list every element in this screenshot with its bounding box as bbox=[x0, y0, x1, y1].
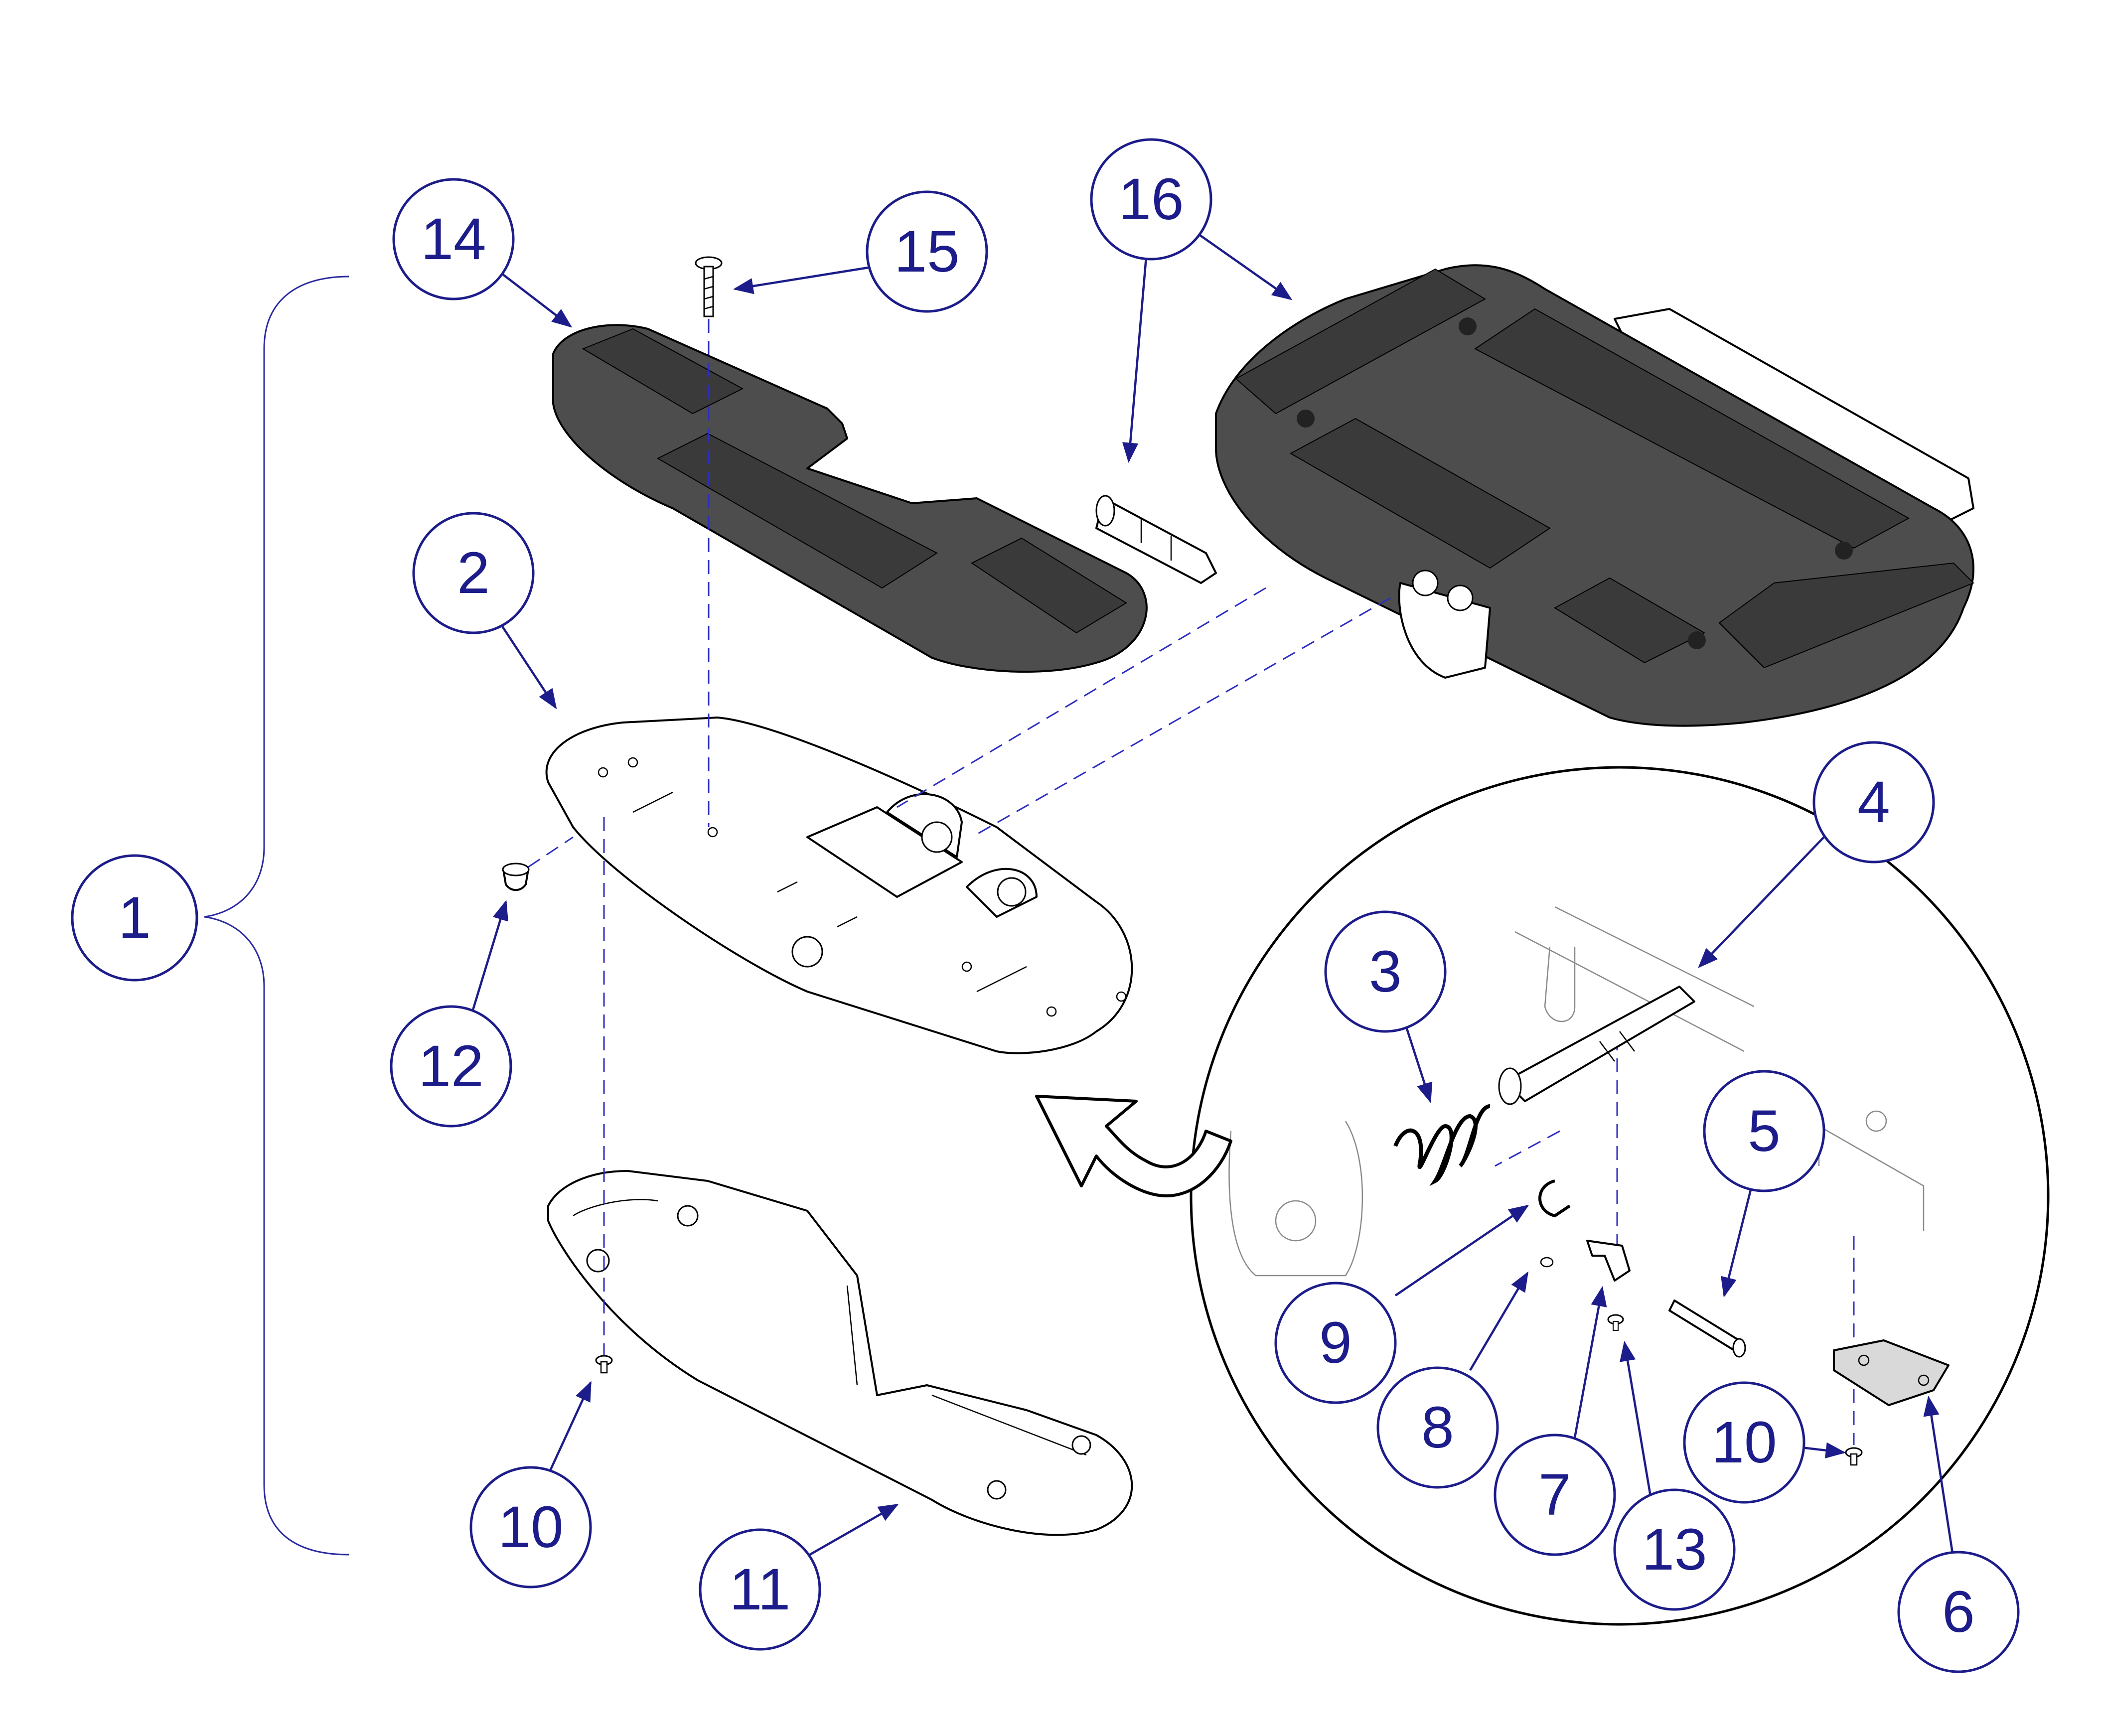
part-2-base-plate bbox=[545, 717, 1133, 1054]
part-10-screw-left bbox=[595, 1355, 613, 1374]
svg-text:12: 12 bbox=[418, 1033, 483, 1099]
part-7-bracket bbox=[1586, 1240, 1631, 1282]
svg-text:16: 16 bbox=[1118, 166, 1184, 232]
svg-text:7: 7 bbox=[1538, 1462, 1571, 1528]
callout-5: 5 bbox=[1703, 1070, 1825, 1192]
callout-16: 16 bbox=[1090, 138, 1212, 261]
callout-6: 6 bbox=[1897, 1551, 2020, 1673]
callout-4: 4 bbox=[1812, 741, 1935, 864]
svg-text:2: 2 bbox=[457, 540, 490, 606]
assembly-bracket bbox=[204, 276, 349, 1556]
svg-text:4: 4 bbox=[1857, 769, 1890, 835]
part-3-spring bbox=[1393, 1104, 1491, 1186]
callout-10-right: 10 bbox=[1683, 1381, 1805, 1504]
part-15-screw bbox=[695, 256, 723, 317]
callout-14: 14 bbox=[392, 178, 515, 300]
callout-7: 7 bbox=[1494, 1434, 1616, 1556]
part-8-clip bbox=[1540, 1257, 1554, 1268]
assembly-lines bbox=[528, 319, 1855, 1445]
callout-8: 8 bbox=[1376, 1366, 1499, 1489]
part-5-pin bbox=[1668, 1300, 1746, 1358]
callout-15: 15 bbox=[866, 190, 988, 313]
svg-text:14: 14 bbox=[421, 206, 486, 272]
svg-text:1: 1 bbox=[118, 885, 151, 951]
svg-text:15: 15 bbox=[894, 219, 959, 285]
callout-9: 9 bbox=[1274, 1282, 1397, 1404]
detail-view-circle bbox=[1190, 766, 2050, 1626]
part-6-latch bbox=[1833, 1339, 1950, 1406]
svg-text:10: 10 bbox=[498, 1494, 563, 1560]
svg-text:5: 5 bbox=[1748, 1098, 1781, 1164]
svg-text:6: 6 bbox=[1942, 1579, 1975, 1645]
svg-text:13: 13 bbox=[1642, 1517, 1707, 1583]
callout-3: 3 bbox=[1324, 910, 1447, 1033]
callout-1: 1 bbox=[71, 854, 198, 982]
callout-12: 12 bbox=[390, 1005, 512, 1128]
callout-10-left: 10 bbox=[469, 1466, 592, 1589]
part-4-shaft bbox=[1498, 986, 1695, 1105]
svg-text:9: 9 bbox=[1319, 1310, 1352, 1376]
svg-text:3: 3 bbox=[1369, 939, 1402, 1005]
arrow-icon bbox=[1035, 1095, 1232, 1197]
callout-13: 13 bbox=[1613, 1488, 1736, 1611]
part-13-screw bbox=[1607, 1314, 1624, 1331]
leader-lines bbox=[469, 233, 1955, 1560]
svg-text:11: 11 bbox=[730, 1557, 791, 1622]
part-16-pin bbox=[1095, 495, 1217, 584]
part-12-bumper bbox=[502, 863, 530, 891]
part-11-lower-cover bbox=[547, 1170, 1133, 1536]
part-14-armrest-top bbox=[552, 324, 1148, 673]
part-9-ring bbox=[1538, 1179, 1571, 1218]
svg-text:8: 8 bbox=[1421, 1395, 1454, 1460]
callout-11: 11 bbox=[699, 1528, 821, 1651]
part-10-screw-right bbox=[1845, 1447, 1863, 1466]
part-16-seat bbox=[1215, 264, 1974, 727]
svg-text:10: 10 bbox=[1711, 1410, 1777, 1475]
callout-2: 2 bbox=[412, 512, 535, 634]
